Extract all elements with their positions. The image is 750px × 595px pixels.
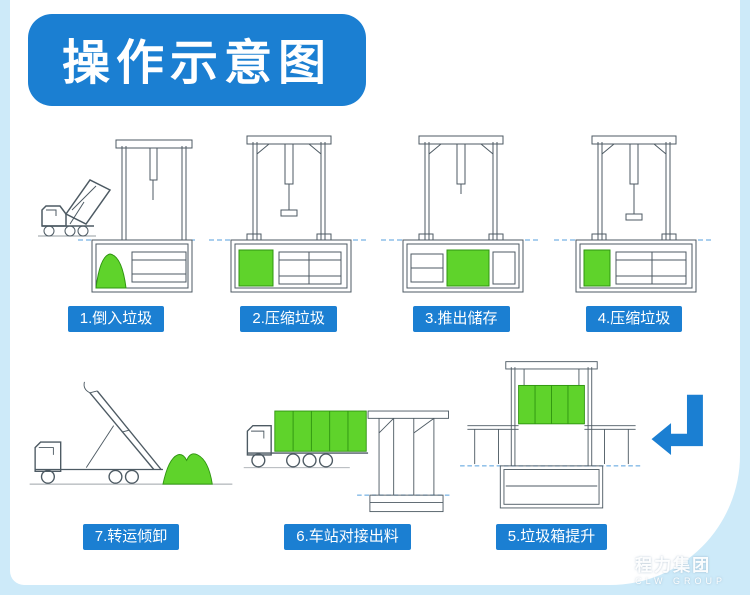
diagram-content: 1.倒入垃圾 [20,110,730,583]
step-3: 3.推出储存 [381,130,542,332]
step-4: 4.压缩垃圾 [553,130,714,332]
flow-return-arrow [648,392,710,469]
step-5-figure-container-lifting [460,361,643,509]
step-2-figure-compress-garbage [208,135,369,293]
step-1: 1.倒入垃圾 [36,130,196,332]
step-2: 2.压缩垃圾 [208,130,369,332]
step-4-label: 4.压缩垃圾 [585,306,683,332]
page-title-badge: 操作示意图 [28,14,367,106]
step-4-figure-compress-garbage [553,135,714,293]
step-6-label: 6.车站对接出料 [284,524,411,550]
brand-watermark: 程力集团 CLW GROUP [589,549,726,587]
step-6-figure-station-docking-discharge [243,410,453,513]
step-1-figure-dump-in-garbage [38,139,196,293]
top-step-row: 1.倒入垃圾 [20,130,730,332]
brand-name-en: CLW GROUP [635,575,726,586]
brand-text: 程力集团 CLW GROUP [635,551,726,586]
step-5-label: 5.垃圾箱提升 [495,524,608,550]
left-turn-arrow-icon [651,394,703,456]
step-1-label: 1.倒入垃圾 [67,306,165,332]
clw-logo-icon [592,549,626,584]
step-6: 6.车站对接出料 [240,358,455,550]
step-3-label: 3.推出储存 [413,306,510,332]
bottom-step-row: 7.转运倾卸 [20,358,730,550]
brand-name: 程力集团 [635,555,712,575]
page-title: 操作示意图 [62,37,333,90]
step-7: 7.转运倾卸 [26,358,236,550]
step-3-figure-push-out-storage [381,135,542,293]
step-2-label: 2.压缩垃圾 [240,306,337,332]
step-7-label: 7.转运倾卸 [82,524,180,550]
step-7-figure-transfer-dumping [29,381,233,485]
step-5: 5.垃圾箱提升 [459,358,644,550]
